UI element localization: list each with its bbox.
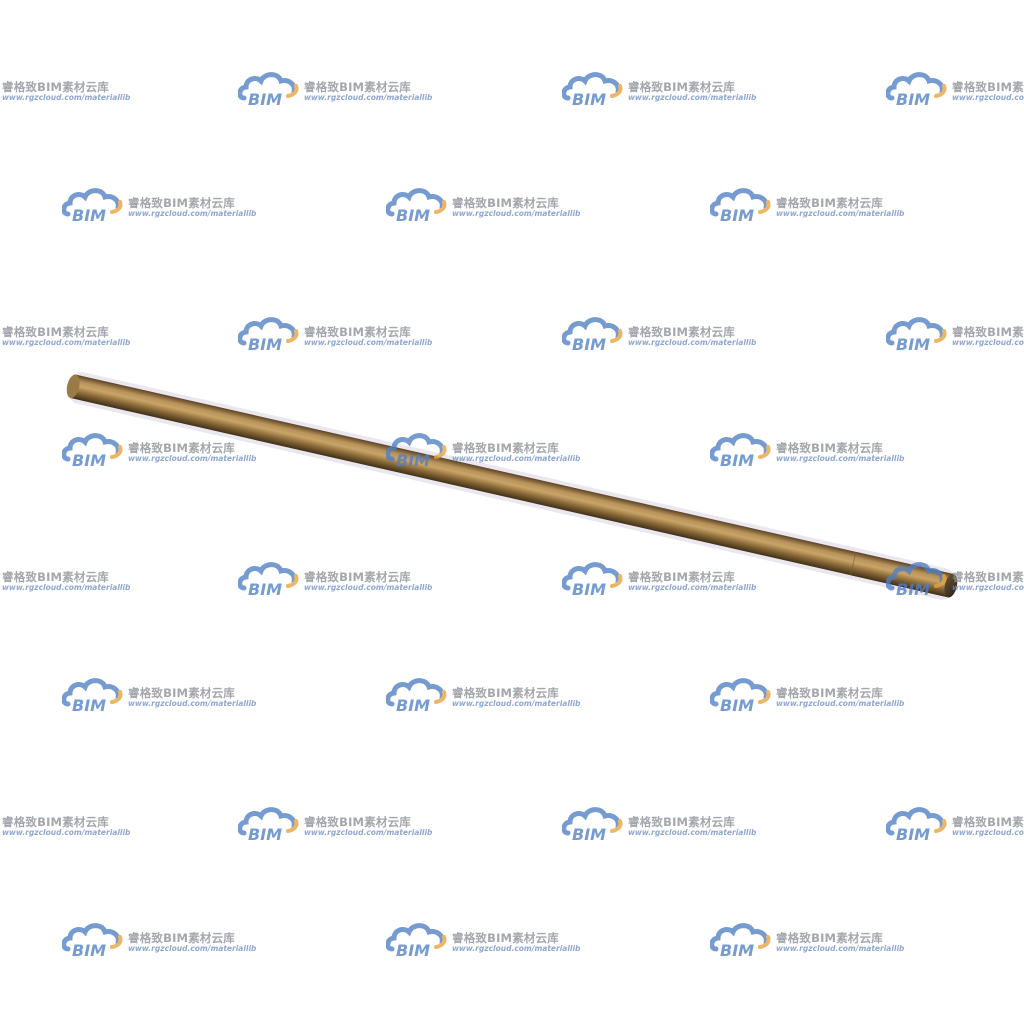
rod-left-end: [66, 374, 80, 399]
rod: [66, 374, 958, 598]
rod-right-end: [944, 573, 958, 598]
rod-body: [70, 374, 954, 598]
